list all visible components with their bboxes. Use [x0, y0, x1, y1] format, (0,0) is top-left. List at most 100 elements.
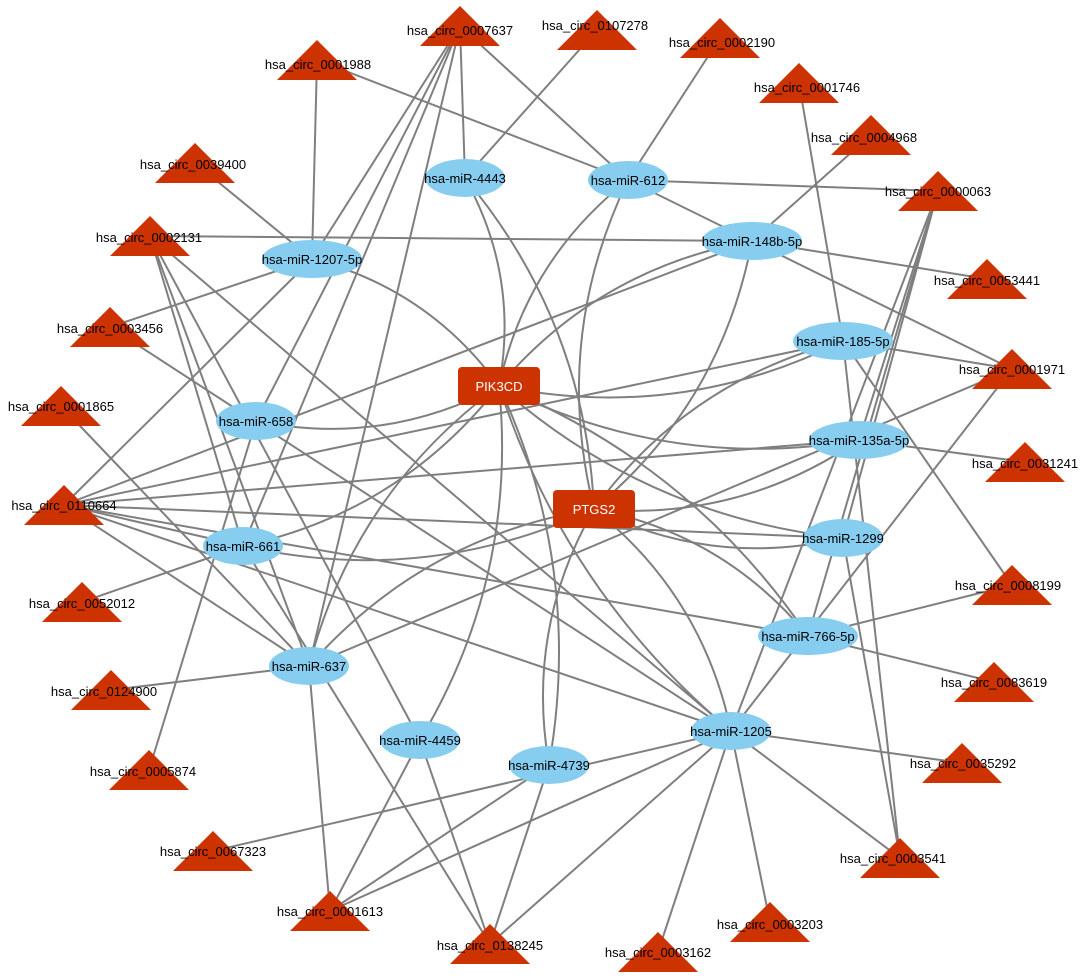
- mirna-node-hsa-mir-661[interactable]: [203, 527, 283, 565]
- circrna-node-hsa-circ-0003203[interactable]: [730, 902, 810, 942]
- edge-hsa-circ-0110664-hsa-mir-148b-5p: [63, 240, 753, 506]
- edge-hsa-circ-0002131-hsa-mir-148b-5p: [149, 235, 753, 242]
- edge-pik3cd-hsa-mir-1207-5p: [311, 258, 500, 387]
- circrna-node-hsa-circ-0124900[interactable]: [71, 670, 151, 710]
- mirna-label: hsa-miR-4739: [508, 758, 590, 773]
- edge-pik3cd-hsa-mir-4459: [419, 385, 504, 741]
- edge-hsa-circ-0110664-hsa-mir-135a-5p: [63, 439, 860, 506]
- mirna-label: hsa-miR-4459: [379, 733, 461, 748]
- circrna-node-hsa-circ-0001971[interactable]: [972, 349, 1052, 389]
- circrna-node-hsa-circ-0004968[interactable]: [831, 115, 911, 155]
- circrna-node-hsa-circ-0008199[interactable]: [972, 565, 1052, 605]
- mirna-label: hsa-miR-185-5p: [796, 334, 889, 349]
- mirna-node-hsa-mir-1207-5p[interactable]: [262, 240, 362, 278]
- edge-hsa-circ-0002131-hsa-mir-1205: [149, 235, 732, 732]
- circrna-node-hsa-circ-0067323[interactable]: [173, 831, 253, 871]
- circrna-node-hsa-circ-0002190[interactable]: [680, 18, 760, 58]
- edge-hsa-circ-0003456-hsa-mir-1205: [109, 326, 732, 732]
- edge-hsa-circ-0005874-hsa-mir-658: [148, 420, 257, 771]
- edge-hsa-circ-0003203-hsa-mir-1205: [730, 730, 771, 923]
- edge-hsa-circ-0035292-hsa-mir-1205: [730, 730, 963, 764]
- circrna-node-hsa-circ-0052012[interactable]: [42, 582, 122, 622]
- circrna-label: hsa_circ_0003203: [717, 917, 823, 932]
- circrna-node-hsa-circ-0107278[interactable]: [557, 10, 637, 50]
- edge-pik3cd-hsa-mir-1205: [498, 385, 732, 732]
- edge-pik3cd-hsa-mir-185-5p: [498, 340, 844, 399]
- circrna-label: hsa_circ_0007637: [407, 23, 513, 38]
- circrna-label: hsa_circ_0001613: [277, 904, 383, 919]
- circrna-label: hsa_circ_0083619: [941, 675, 1047, 690]
- mirna-label: hsa-miR-4443: [424, 171, 506, 186]
- mirna-node-hsa-mir-4443[interactable]: [425, 159, 505, 197]
- mirna-node-hsa-mir-612[interactable]: [588, 161, 668, 199]
- circrna-node-hsa-circ-0138245[interactable]: [450, 924, 530, 964]
- circrna-node-hsa-circ-0003456[interactable]: [70, 307, 150, 347]
- edge-hsa-circ-0002190-hsa-mir-612: [627, 37, 721, 181]
- circrna-label: hsa_circ_0003456: [57, 321, 163, 336]
- mirna-label: hsa-miR-612: [591, 173, 665, 188]
- circrna-label: hsa_circ_0138245: [437, 938, 543, 953]
- circrna-node-hsa-circ-0000063[interactable]: [898, 171, 978, 211]
- edge-hsa-circ-0008199-hsa-mir-185-5p: [842, 340, 1013, 586]
- mirna-label: hsa-miR-661: [206, 539, 280, 554]
- edge-hsa-circ-0007637-hsa-mir-658: [255, 25, 461, 422]
- mirna-node-hsa-mir-1299[interactable]: [803, 519, 883, 557]
- circrna-node-hsa-circ-0003162[interactable]: [618, 932, 698, 972]
- circrna-label: hsa_circ_0039400: [140, 157, 246, 172]
- edge-hsa-circ-0007637-hsa-mir-612: [459, 25, 629, 181]
- edge-hsa-circ-0002131-hsa-mir-661: [149, 235, 244, 547]
- edge-hsa-circ-0110664-hsa-mir-1205: [63, 504, 732, 732]
- circrna-node-hsa-circ-0002131[interactable]: [110, 216, 190, 256]
- mirna-label: hsa-miR-148b-5p: [702, 234, 802, 249]
- mirna-node-hsa-mir-135a-5p[interactable]: [809, 421, 909, 459]
- edge-hsa-circ-0000063-hsa-mir-135a-5p: [858, 190, 939, 441]
- mirna-node-hsa-mir-4459[interactable]: [380, 721, 460, 759]
- circrna-node-hsa-circ-0083619[interactable]: [954, 662, 1034, 702]
- circrna-label: hsa_circ_0110664: [11, 498, 116, 513]
- circrna-node-hsa-circ-0001613[interactable]: [290, 891, 370, 931]
- edge-hsa-circ-0001613-hsa-mir-4459: [329, 739, 421, 912]
- edge-pik3cd-hsa-mir-661: [242, 385, 500, 547]
- mirna-node-hsa-mir-766-5p[interactable]: [758, 617, 858, 655]
- edge-hsa-circ-0001971-hsa-mir-637: [308, 368, 1013, 667]
- mirna-node-hsa-mir-658[interactable]: [216, 402, 296, 440]
- mirna-node-hsa-mir-185-5p[interactable]: [793, 322, 893, 360]
- circrna-node-hsa-circ-0005874[interactable]: [109, 750, 189, 790]
- circrna-node-hsa-circ-0031241[interactable]: [985, 442, 1065, 482]
- mirna-node-hsa-mir-4739[interactable]: [509, 746, 589, 784]
- gene-node-ptgs2[interactable]: [553, 490, 635, 528]
- edge-hsa-circ-0138245-hsa-mir-4459: [419, 739, 491, 945]
- edge-hsa-circ-0107278-hsa-mir-4443: [464, 29, 598, 179]
- circrna-label: hsa_circ_0005874: [90, 764, 196, 779]
- edge-hsa-circ-0001613-hsa-mir-637: [308, 665, 331, 912]
- edge-hsa-circ-0001971-hsa-mir-612: [627, 179, 1013, 370]
- gene-node-pik3cd[interactable]: [458, 367, 540, 405]
- edge-hsa-circ-0001988-hsa-mir-1207-5p: [311, 59, 318, 260]
- circrna-node-hsa-circ-0003541[interactable]: [860, 838, 940, 878]
- circrna-node-hsa-circ-0110664[interactable]: [24, 485, 104, 525]
- circrna-node-hsa-circ-0007637[interactable]: [420, 6, 500, 46]
- circrna-node-hsa-circ-0001988[interactable]: [277, 40, 357, 80]
- mirna-node-hsa-mir-1205[interactable]: [691, 712, 771, 750]
- edge-hsa-circ-0000063-hsa-mir-612: [627, 179, 939, 192]
- edge-hsa-circ-0138245-hsa-mir-661: [242, 545, 491, 945]
- circrna-node-hsa-circ-0001865[interactable]: [21, 386, 101, 426]
- circrna-node-hsa-circ-0001746[interactable]: [759, 63, 839, 103]
- circrna-label: hsa_circ_0067323: [160, 844, 266, 859]
- circrna-label: hsa_circ_0001746: [754, 80, 860, 95]
- circrna-label: hsa_circ_0000063: [885, 184, 991, 199]
- gene-label: PTGS2: [573, 502, 616, 517]
- circrna-node-hsa-circ-0053441[interactable]: [947, 259, 1027, 299]
- mirna-node-hsa-mir-637[interactable]: [269, 647, 349, 685]
- mirna-node-hsa-mir-148b-5p[interactable]: [702, 222, 802, 260]
- circrna-node-hsa-circ-0035292[interactable]: [922, 743, 1002, 783]
- edge-pik3cd-hsa-mir-4443: [464, 177, 506, 387]
- gene-label: PIK3CD: [476, 379, 523, 394]
- edge-hsa-circ-0000063-hsa-mir-766-5p: [807, 190, 939, 637]
- circrna-node-hsa-circ-0039400[interactable]: [155, 143, 235, 183]
- edge-hsa-circ-0110664-hsa-mir-1207-5p: [63, 258, 313, 506]
- circrna-label: hsa_circ_0008199: [955, 578, 1061, 593]
- edge-hsa-circ-0110664-hsa-mir-637: [63, 504, 310, 667]
- edge-hsa-circ-0138245-hsa-mir-4739: [489, 764, 550, 945]
- edge-hsa-circ-0001865-hsa-mir-637: [60, 405, 310, 667]
